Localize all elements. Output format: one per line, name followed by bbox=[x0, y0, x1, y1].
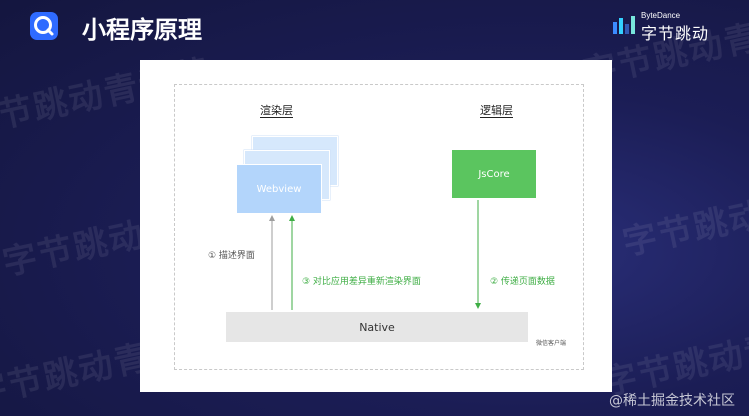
edge-label-diff-rerender: ③ 对比应用差异重新渲染界面 bbox=[302, 277, 421, 287]
edge-label-describe-ui: ① 描述界面 bbox=[208, 251, 255, 261]
bytedance-brand: ByteDance 字节跳动 bbox=[613, 10, 725, 43]
native-node: Native bbox=[226, 312, 528, 342]
diagram-card: 渲染层 逻辑层 Webview JsCore Native 微信客户端 ① 描述… bbox=[140, 60, 612, 392]
wechat-client-frame bbox=[174, 84, 584, 370]
mini-program-logo-icon bbox=[30, 12, 58, 40]
slide-title: 小程序原理 bbox=[82, 16, 202, 44]
native-note: 微信客户端 bbox=[536, 340, 567, 347]
jscore-node: JsCore bbox=[452, 150, 536, 198]
edge-label-transfer-data: ② 传递页面数据 bbox=[490, 277, 555, 287]
webview-node: Webview bbox=[236, 164, 322, 214]
footer-watermark: @稀土掘金技术社区 bbox=[609, 393, 735, 409]
background-watermark: 字节跳动青训营 bbox=[619, 172, 749, 264]
render-layer-title: 渲染层 bbox=[260, 104, 293, 117]
brand-name-cn: 字节跳动 bbox=[641, 24, 710, 43]
bytedance-logo-icon bbox=[613, 16, 635, 34]
brand-name-en: ByteDance bbox=[641, 11, 681, 20]
logic-layer-title: 逻辑层 bbox=[480, 104, 513, 117]
